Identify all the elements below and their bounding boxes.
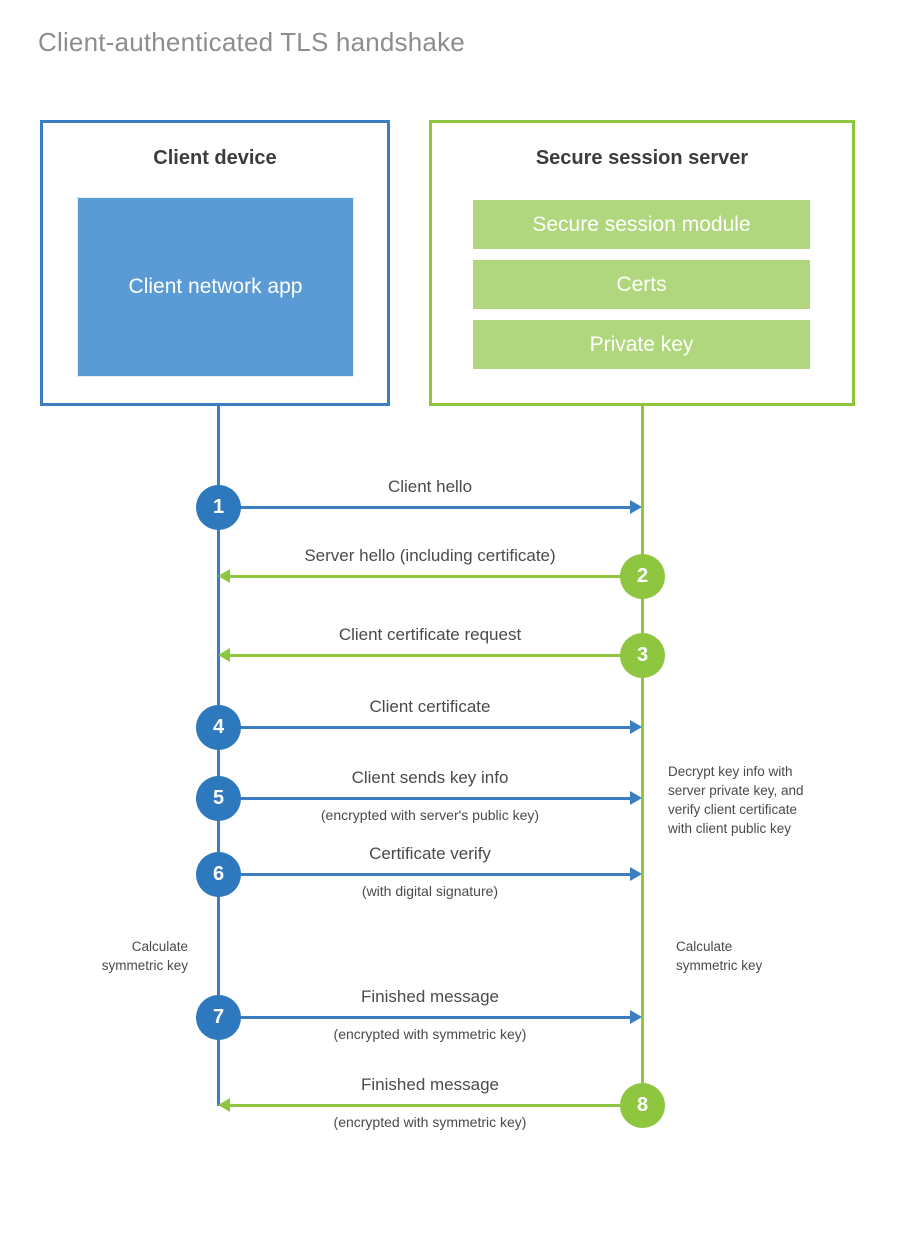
note-line: Decrypt key info with bbox=[668, 764, 793, 779]
step-sublabel: (encrypted with server's public key) bbox=[320, 807, 540, 823]
note-calculate-symmetric-key-client: Calculate symmetric key bbox=[48, 937, 188, 975]
step-arrow-head bbox=[630, 720, 642, 734]
client-device-title: Client device bbox=[153, 147, 277, 169]
step-label: Client certificate request bbox=[338, 625, 522, 644]
step-arrow-head bbox=[630, 867, 642, 881]
note-line: verify client certificate bbox=[668, 802, 798, 818]
server-lifeline bbox=[641, 406, 644, 1106]
step-label: Client sends key info bbox=[351, 768, 509, 787]
step-label: Finished message bbox=[361, 1075, 499, 1094]
page-title: Client-authenticated TLS handshake bbox=[38, 27, 465, 57]
step-number-badge[interactable]: 7 bbox=[196, 995, 241, 1040]
step-sublabel: (encrypted with symmetric key) bbox=[333, 1114, 527, 1130]
client-device-panel: Client device Client network app bbox=[40, 120, 390, 406]
step-number-badge[interactable]: 5 bbox=[196, 776, 241, 821]
step-arrow-head bbox=[218, 1098, 230, 1112]
step-label: Certificate verify bbox=[369, 844, 491, 863]
step-arrow-head bbox=[630, 1010, 642, 1024]
step-arrow-line bbox=[230, 654, 642, 657]
step-label: Finished message bbox=[361, 987, 499, 1006]
step-arrow-line bbox=[218, 506, 630, 509]
note-line: symmetric key bbox=[101, 958, 188, 974]
step-arrow-head bbox=[218, 569, 230, 583]
server-module-item: Certs bbox=[473, 260, 810, 309]
note-line: Calculate bbox=[676, 939, 733, 954]
step-arrow-line bbox=[218, 726, 630, 729]
step-number-badge[interactable]: 1 bbox=[196, 485, 241, 530]
client-network-app-label: Client network app bbox=[128, 274, 303, 298]
step-label: Client hello bbox=[387, 477, 473, 496]
client-lifeline bbox=[217, 406, 220, 1106]
server-modules-list: Secure session module Certs Private key bbox=[473, 200, 810, 369]
step-number-badge[interactable]: 3 bbox=[620, 633, 665, 678]
server-module-item: Secure session module bbox=[473, 200, 810, 249]
step-arrow-line bbox=[230, 575, 642, 578]
client-network-app-box: Client network app bbox=[77, 197, 354, 377]
step-arrow-head bbox=[218, 648, 230, 662]
step-number-badge[interactable]: 6 bbox=[196, 852, 241, 897]
secure-session-server-panel: Secure session server Secure session mod… bbox=[429, 120, 855, 406]
step-arrow-line bbox=[218, 797, 630, 800]
step-number-badge[interactable]: 2 bbox=[620, 554, 665, 599]
note-line: server private key, and bbox=[668, 783, 804, 799]
step-number-badge[interactable]: 8 bbox=[620, 1083, 665, 1128]
step-arrow-line bbox=[218, 873, 630, 876]
server-module-item: Private key bbox=[473, 320, 810, 369]
secure-session-server-title: Secure session server bbox=[535, 147, 749, 169]
step-arrow-line bbox=[230, 1104, 642, 1107]
step-number-badge[interactable]: 4 bbox=[196, 705, 241, 750]
step-sublabel: (encrypted with symmetric key) bbox=[333, 1026, 527, 1042]
step-arrow-line bbox=[218, 1016, 630, 1019]
note-line: with client public key bbox=[668, 821, 792, 837]
note-line: Calculate bbox=[131, 939, 188, 954]
step-arrow-head bbox=[630, 791, 642, 805]
note-calculate-symmetric-key-server: Calculate symmetric key bbox=[676, 937, 836, 975]
step-label: Client certificate bbox=[369, 697, 491, 716]
note-line: symmetric key bbox=[676, 958, 763, 974]
step-arrow-head bbox=[630, 500, 642, 514]
step-sublabel: (with digital signature) bbox=[361, 883, 499, 899]
note-decrypt-key-info: Decrypt key info with server private key… bbox=[668, 762, 848, 839]
step-label: Server hello (including certificate) bbox=[304, 546, 556, 565]
